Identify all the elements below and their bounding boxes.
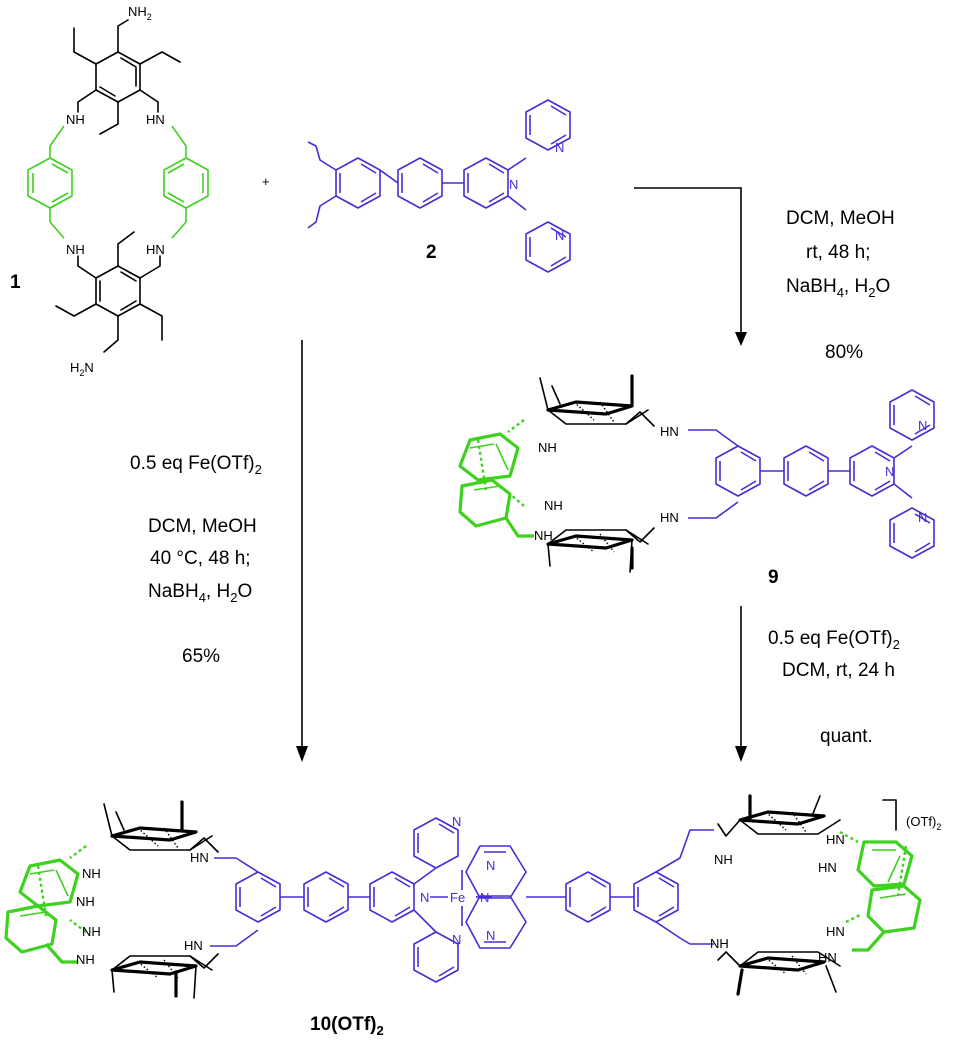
label-n: N — [555, 228, 564, 243]
compound-10-right-cage — [717, 794, 922, 996]
condition-left-reagent: 0.5 eq Fe(OTf)2 — [130, 453, 262, 477]
label-n: N — [509, 177, 518, 192]
label-hn: HN — [184, 938, 203, 953]
reaction-arrow-top — [634, 187, 747, 346]
condition-right-reagent: 0.5 eq Fe(OTf)2 — [768, 628, 900, 652]
label-hn: HN — [818, 950, 837, 965]
label-hn: HN — [146, 242, 165, 257]
label-n: N — [555, 140, 564, 155]
label-n: N — [918, 418, 927, 433]
label-n: N — [918, 510, 927, 525]
label-nh: NH — [82, 924, 101, 939]
reaction-arrow-right — [735, 606, 747, 762]
label-fe: Fe — [450, 890, 465, 905]
label-nh: NH — [76, 952, 95, 967]
plus-sign: + — [262, 174, 270, 189]
compound-10-right-arm — [633, 829, 714, 945]
compound-label-1: 1 — [10, 272, 21, 293]
compound-10-left-arm — [210, 857, 415, 947]
label-nh: NH — [714, 852, 733, 867]
label-hn: HN — [146, 112, 165, 127]
counterion-label: (OTf)2 — [906, 814, 941, 832]
condition-top-yield: 80% — [825, 342, 863, 363]
condition-left-line1: DCM, MeOH — [148, 516, 257, 537]
label-nh: NH — [76, 894, 95, 909]
label-n: N — [480, 890, 489, 905]
label-nh: NH — [710, 936, 729, 951]
compound-10-left-cage — [4, 800, 219, 999]
label-n: N — [486, 858, 495, 873]
compound-2-structure — [307, 99, 571, 273]
label-hn: HN — [190, 850, 209, 865]
compound-10-fe-center — [413, 817, 634, 983]
label-nh: NH — [82, 866, 101, 881]
compound-label-2: 2 — [426, 242, 437, 263]
label-n: N — [420, 890, 429, 905]
label-hn: HN — [818, 860, 837, 875]
compound-label-10: 10(OTf)2 — [310, 1014, 384, 1038]
label-n: N — [486, 928, 495, 943]
reaction-arrow-left — [296, 340, 308, 762]
label-nh: NH — [538, 440, 557, 455]
condition-left-yield: 65% — [182, 646, 220, 667]
condition-top-line2: rt, 48 h; — [806, 242, 870, 263]
condition-left-line2: 40 °C, 48 h; — [150, 548, 251, 569]
label-nh: NH — [534, 528, 553, 543]
label-hn: HN — [826, 924, 845, 939]
label-hn: HN — [660, 424, 679, 439]
compound-1-structure — [27, 19, 209, 353]
label-nh: NH — [66, 242, 85, 257]
condition-top-line1: DCM, MeOH — [786, 208, 895, 229]
label-h2n: H2N — [70, 360, 94, 378]
label-n: N — [452, 932, 461, 947]
condition-right-yield: quant. — [820, 726, 873, 747]
label-nh: NH — [544, 498, 563, 513]
label-nh2: NH2 — [128, 4, 152, 22]
compound-9-structure — [458, 374, 935, 573]
label-hn: HN — [660, 510, 679, 525]
condition-top-line3: NaBH4, H2O — [786, 276, 890, 300]
label-n: N — [452, 814, 461, 829]
charge-bracket — [882, 799, 897, 831]
condition-left-line3: NaBH4, H2O — [148, 581, 252, 605]
compound-label-9: 9 — [768, 567, 779, 588]
label-n: N — [885, 464, 894, 479]
condition-right-line2: DCM, rt, 24 h — [782, 660, 895, 681]
label-nh: NH — [66, 112, 85, 127]
label-hn: HN — [826, 832, 845, 847]
